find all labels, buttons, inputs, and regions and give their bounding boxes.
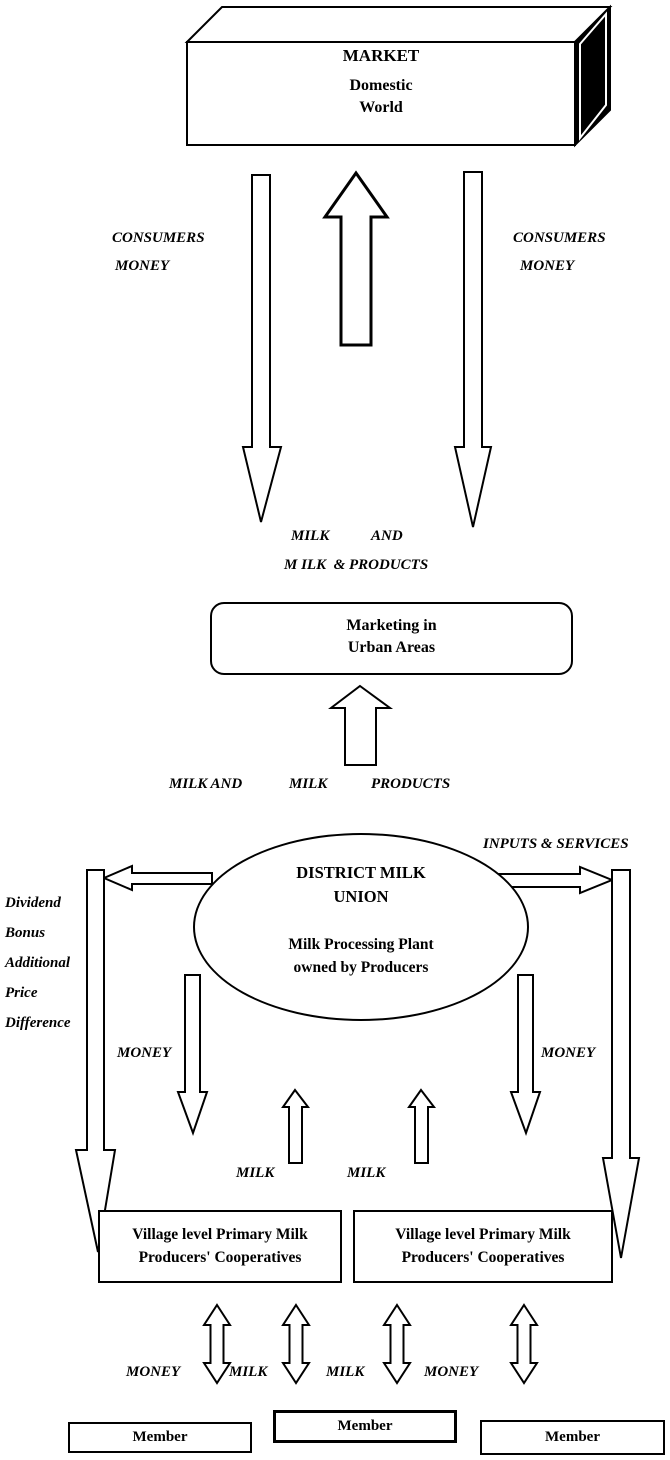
- money-inner-right-label: MONEY: [541, 1045, 596, 1061]
- village-right-line2: Producers' Cooperatives: [401, 1249, 565, 1266]
- consumers-left-money-label: MONEY: [115, 258, 170, 274]
- exchange-milk-right-label: MILK: [326, 1364, 365, 1380]
- union-title: DISTRICT MILK UNION: [193, 861, 529, 909]
- union-subtitle-line2: owned by Producers: [293, 959, 429, 976]
- marketing-urban-box: Marketing in Urban Areas: [210, 602, 573, 675]
- milk-inner-left-label: MILK: [236, 1165, 275, 1181]
- member-box-middle: Member: [273, 1410, 457, 1443]
- benefit-item: Difference: [5, 1015, 71, 1031]
- member-box-left: Member: [68, 1422, 252, 1453]
- market-world: World: [359, 99, 403, 116]
- union-subtitle: Milk Processing Plant owned by Producers: [193, 933, 529, 979]
- market-box-front-face: [186, 41, 576, 146]
- arrow-down-money-right-icon: [509, 974, 542, 1136]
- double-arrow-4-icon: [509, 1303, 539, 1385]
- benefit-item: Additional: [5, 955, 71, 971]
- marketing-box-line1: Marketing in: [346, 617, 437, 634]
- consumers-left-label: CONSUMERS: [112, 230, 205, 246]
- inputs-services-label: INPUTS & SERVICES: [483, 836, 629, 852]
- milk-inner-right-label: MILK: [347, 1165, 386, 1181]
- village-cooperative-right-box: Village level Primary Milk Producers' Co…: [353, 1210, 613, 1283]
- arrow-up-to-market-icon: [322, 170, 390, 347]
- benefit-item: Bonus: [5, 925, 46, 941]
- market-domestic: Domestic: [349, 77, 413, 94]
- market-box-side-face-highlight: [579, 11, 607, 141]
- exchange-money-right-label: MONEY: [424, 1364, 479, 1380]
- arrow-up-milk-left-icon: [281, 1088, 311, 1164]
- double-arrow-2-icon: [281, 1303, 311, 1385]
- arrow-down-left-icon: [241, 174, 283, 523]
- village-left-line1: Village level Primary Milk: [132, 1226, 308, 1243]
- milk-lower-part3: PRODUCTS: [371, 776, 451, 792]
- consumers-right-label: CONSUMERS: [513, 230, 606, 246]
- milk-lower-part1: MILK AND: [169, 776, 243, 792]
- double-arrow-1-icon: [202, 1303, 232, 1385]
- milk-lower-part2: MILK: [289, 776, 328, 792]
- arrow-down-inputs-icon: [601, 869, 641, 1259]
- union-subtitle-line1: Milk Processing Plant: [288, 936, 434, 953]
- arrow-down-right-icon: [453, 171, 493, 528]
- exchange-milk-left-label: MILK: [229, 1364, 268, 1380]
- market-title: MARKET: [342, 46, 420, 65]
- union-title-line2: UNION: [333, 887, 389, 906]
- exchange-money-left-label: MONEY: [126, 1364, 181, 1380]
- arrow-up-milk-right-icon: [407, 1088, 437, 1164]
- consumers-right-money-label: MONEY: [520, 258, 575, 274]
- milk-upper-line2: M ILK & PRODUCTS: [284, 557, 429, 573]
- benefit-item: Price: [5, 985, 38, 1001]
- union-title-line1: DISTRICT MILK: [296, 863, 426, 882]
- village-left-line2: Producers' Cooperatives: [138, 1249, 302, 1266]
- double-arrow-3-icon: [382, 1303, 412, 1385]
- village-right-line1: Village level Primary Milk: [395, 1226, 571, 1243]
- market-box-top-face: [184, 6, 613, 43]
- arrow-down-benefits-icon: [74, 869, 117, 1253]
- benefits-list: Dividend Bonus Additional Price Differen…: [5, 895, 71, 1045]
- milk-upper-word2: AND: [371, 528, 403, 544]
- arrow-up-to-marketing-icon: [328, 684, 394, 766]
- benefit-item: Dividend: [5, 895, 61, 911]
- member-box-right: Member: [480, 1420, 665, 1455]
- district-milk-union-ellipse: [193, 833, 529, 1021]
- village-cooperative-left-box: Village level Primary Milk Producers' Co…: [98, 1210, 342, 1283]
- money-inner-left-label: MONEY: [117, 1045, 172, 1061]
- arrow-left-from-union-icon: [101, 864, 213, 892]
- marketing-box-line2: Urban Areas: [347, 639, 436, 656]
- arrow-down-money-left-icon: [176, 974, 209, 1136]
- milk-upper-word1: MILK: [291, 528, 330, 544]
